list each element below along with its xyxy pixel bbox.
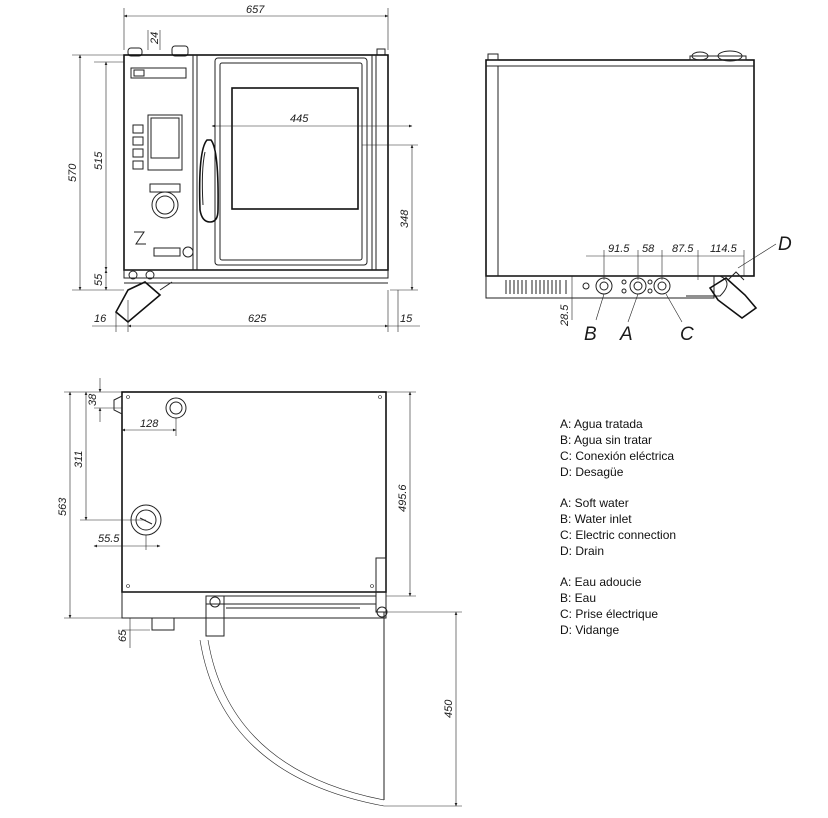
dim-base-width: 625 bbox=[248, 313, 267, 325]
dim-pipe-spacing-4: 114.5 bbox=[710, 243, 738, 255]
dim-total-height: 570 bbox=[67, 163, 79, 182]
dim-pipe-height: 28.5 bbox=[559, 304, 571, 327]
legend-item: C: Conexión eléctrica bbox=[560, 449, 675, 463]
dim-top-inlet-x: 128 bbox=[140, 418, 159, 430]
legend-item: A: Eau adoucie bbox=[560, 575, 642, 589]
dim-drain-x: 55.5 bbox=[98, 533, 120, 545]
dim-pipe-spacing-2: 58 bbox=[642, 243, 655, 255]
legend: A: Agua tratada B: Agua sin tratar C: Co… bbox=[560, 416, 676, 653]
dim-door-swing: 450 bbox=[443, 699, 455, 718]
legend-item: A: Soft water bbox=[560, 496, 629, 510]
legend-item: D: Vidange bbox=[560, 623, 620, 637]
label-d: D bbox=[778, 234, 792, 255]
side-view: 91.5 58 87.5 114.5 28.5 B A C D bbox=[485, 50, 792, 345]
dim-top-inlet-depth: 311 bbox=[73, 450, 85, 468]
dim-front-width: 657 bbox=[246, 4, 265, 16]
dim-body-height: 515 bbox=[93, 151, 105, 170]
label-b: B bbox=[584, 324, 597, 345]
dim-top-depth: 563 bbox=[57, 497, 69, 516]
dim-door-offset: 65 bbox=[117, 629, 129, 642]
dim-knob-offset: 24 bbox=[149, 32, 161, 45]
legend-item: C: Prise électrique bbox=[560, 607, 659, 621]
vent-slots bbox=[505, 280, 567, 294]
legend-item: B: Agua sin tratar bbox=[560, 433, 653, 447]
dim-left-overhang: 16 bbox=[94, 313, 107, 325]
legend-item: C: Electric connection bbox=[560, 528, 677, 542]
dim-pipe-spacing-1: 91.5 bbox=[608, 243, 630, 255]
legend-spanish: A: Agua tratada B: Agua sin tratar C: Co… bbox=[560, 416, 676, 480]
legend-item: A: Agua tratada bbox=[560, 417, 643, 431]
label-c: C bbox=[680, 324, 694, 345]
dim-top-offset: 38 bbox=[87, 393, 99, 406]
dim-top-right-depth: 495.6 bbox=[397, 484, 409, 512]
dim-pipe-spacing-3: 87.5 bbox=[672, 243, 694, 255]
dim-window-height: 348 bbox=[399, 209, 411, 228]
legend-item: B: Eau bbox=[560, 591, 597, 605]
legend-french: A: Eau adoucie B: Eau C: Prise électriqu… bbox=[560, 574, 676, 638]
dim-right-overhang: 15 bbox=[400, 313, 413, 325]
top-view: 563 311 38 128 55.5 495.6 65 450 bbox=[57, 378, 462, 807]
front-view: 657 24 bbox=[67, 4, 420, 332]
legend-item: B: Water inlet bbox=[560, 512, 632, 526]
legend-item: D: Desagüe bbox=[560, 465, 624, 479]
legend-english: A: Soft water B: Water inlet C: Electric… bbox=[560, 495, 676, 559]
dim-window-width: 445 bbox=[290, 113, 309, 125]
label-a: A bbox=[619, 324, 633, 345]
legend-item: D: Drain bbox=[560, 544, 605, 558]
dim-foot-height: 55 bbox=[93, 273, 105, 286]
